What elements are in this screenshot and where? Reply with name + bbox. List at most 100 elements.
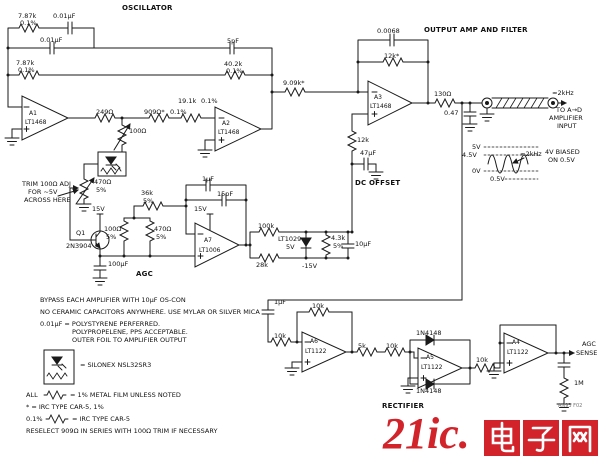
q1-part: 2N3904 (66, 242, 92, 250)
r100-5pct-label: 100Ω (104, 225, 122, 233)
wf-5v-label: 5V (472, 143, 481, 151)
note-10: RESELECT 909Ω IN SERIES WITH 100Ω TRIM I… (26, 427, 218, 435)
r470-5pct-pct: 5% (156, 233, 167, 241)
output-freq-label: ≈2kHz (552, 89, 574, 97)
sine-wave (487, 154, 529, 174)
v15-a7-label: 15V (194, 205, 207, 213)
wf-bias-1: 4V BIASED (545, 148, 580, 156)
section-output-amp: OUTPUT AMP AND FILTER (424, 26, 528, 34)
waveform-inset (483, 146, 539, 180)
r10k-fb-label: 10k (312, 302, 325, 310)
c047-label: 0.47 (444, 109, 459, 117)
note-5: OUTER FOIL TO AMPLIFIER OUTPUT (72, 336, 187, 344)
opamp-a1 (21, 95, 70, 141)
lt1029-label: LT1029 (278, 235, 302, 243)
a4-part: LT1122 (507, 349, 529, 356)
section-dc-offset: DC OFFSET (355, 179, 401, 187)
resistor-100-trim (117, 121, 127, 149)
r909k-label: 9.09k* (283, 79, 305, 87)
r909-label: 909Ω* (144, 108, 165, 116)
watermark-brand: 21ic. (383, 409, 470, 458)
q1-label: Q1 (76, 229, 86, 237)
c100uf-label: 100μF (108, 260, 129, 268)
wf-0v-label: 0V (472, 167, 481, 175)
opamp-a6 (301, 331, 348, 373)
ground-0.47 (462, 123, 478, 132)
trim-note-2: FOR ~5V (28, 188, 58, 196)
resistor-12k (347, 127, 357, 155)
r10k-out-label: 10k (476, 356, 489, 364)
ground-connector (479, 113, 495, 122)
a3-label: A3 (374, 94, 382, 101)
output-dest-3: INPUT (557, 122, 577, 130)
resistor-9.09k (281, 87, 309, 97)
d2-label: 1N4148 (416, 387, 442, 395)
r909-tol: 0.1% (170, 108, 187, 116)
r470-trim-pct: 5% (96, 186, 107, 194)
opamp-a3 (367, 80, 414, 126)
c15pf-label: 15pF (217, 190, 234, 198)
output-dest-1: TO A→D (556, 106, 583, 114)
ground-a1 (4, 137, 20, 146)
opamp-symbols (21, 80, 550, 389)
note-6: = SILONEX NSL32SR3 (80, 361, 152, 369)
r191-tol: 0.1% (201, 97, 218, 105)
d1-label: 1N4148 (416, 329, 442, 337)
output-dest-2: AMPLIFIER (549, 114, 583, 122)
r36k-label: 36k (141, 189, 154, 197)
figure-code: AN93 F02 (558, 403, 583, 409)
r130-label: 130Ω (434, 90, 452, 98)
note-4: POLYPROPELENE, PPS ACCEPTABLE. (72, 328, 188, 336)
a6-label: A6 (310, 338, 318, 345)
note-2: NO CERAMIC CAPACITORS ANYWHERE. USE MYLA… (40, 308, 260, 316)
a2-part: LT1468 (218, 129, 240, 136)
note-7b: = 1% METAL FILM UNLESS NOTED (70, 391, 181, 399)
v15-q1-label: 15V (92, 205, 105, 213)
ground-a5 (400, 385, 416, 394)
trim-470-arrow (75, 177, 95, 205)
cap-47uf (355, 157, 377, 171)
r36k-pct: 5% (143, 197, 154, 205)
r191-label: 19.1k (178, 97, 197, 105)
note-9a: 0.1% (26, 415, 43, 423)
transistor-q1 (90, 230, 110, 250)
note-3: 0.01μF = POLYSTYRENE PERFERRED. (40, 320, 161, 328)
note-resistor-glyphs (43, 389, 69, 425)
c1uf-a6-label: 1μF (274, 298, 287, 306)
section-rectifier: RECTIFIER (382, 402, 425, 410)
ground-a6 (284, 367, 300, 376)
a2-label: A2 (222, 120, 230, 127)
cap-0.01uf-1 (59, 21, 81, 35)
a1-label: A1 (29, 110, 37, 117)
watermark-char-zi (523, 420, 559, 456)
section-agc: AGC (136, 270, 153, 278)
wf-05v-label: 0.5V (490, 175, 505, 183)
watermark-char-dian (484, 420, 520, 456)
cap-agc-sense (557, 354, 571, 376)
r28k-label: 28k (256, 261, 269, 269)
r470-trim-label: 470Ω (94, 178, 112, 186)
r1m-label: 1M (574, 379, 584, 387)
r402-label: 40.2k (224, 60, 243, 68)
trim-100-arrow (113, 123, 131, 151)
a7-label: A7 (204, 237, 212, 244)
a1-part: LT1468 (25, 119, 47, 126)
agc-sense-1: AGC (582, 340, 596, 348)
c0068-label: 0.0068 (377, 27, 400, 35)
a7-part: LT1006 (199, 247, 221, 254)
trim-note-1: TRIM 100Ω ADJ (22, 180, 71, 188)
wang-glyph (568, 425, 592, 453)
opamp-input-marks (23, 91, 513, 381)
wf-freq-label: ≈2kHz (520, 150, 542, 158)
opamp-a7 (194, 222, 241, 268)
r100-trim-label: 100Ω (129, 127, 147, 135)
r100k-label: 100k (258, 222, 275, 230)
wf-bias-2: ON 0.5V (548, 156, 575, 164)
ground-47uf (368, 171, 384, 180)
r12k-star-label: 12k* (384, 52, 400, 60)
cap-0.47 (463, 103, 477, 125)
cap-100uf (93, 257, 107, 279)
watermark-char-wang (562, 420, 598, 456)
agc-sense-2: SENSE (576, 349, 598, 357)
a4-label: A4 (512, 339, 520, 346)
